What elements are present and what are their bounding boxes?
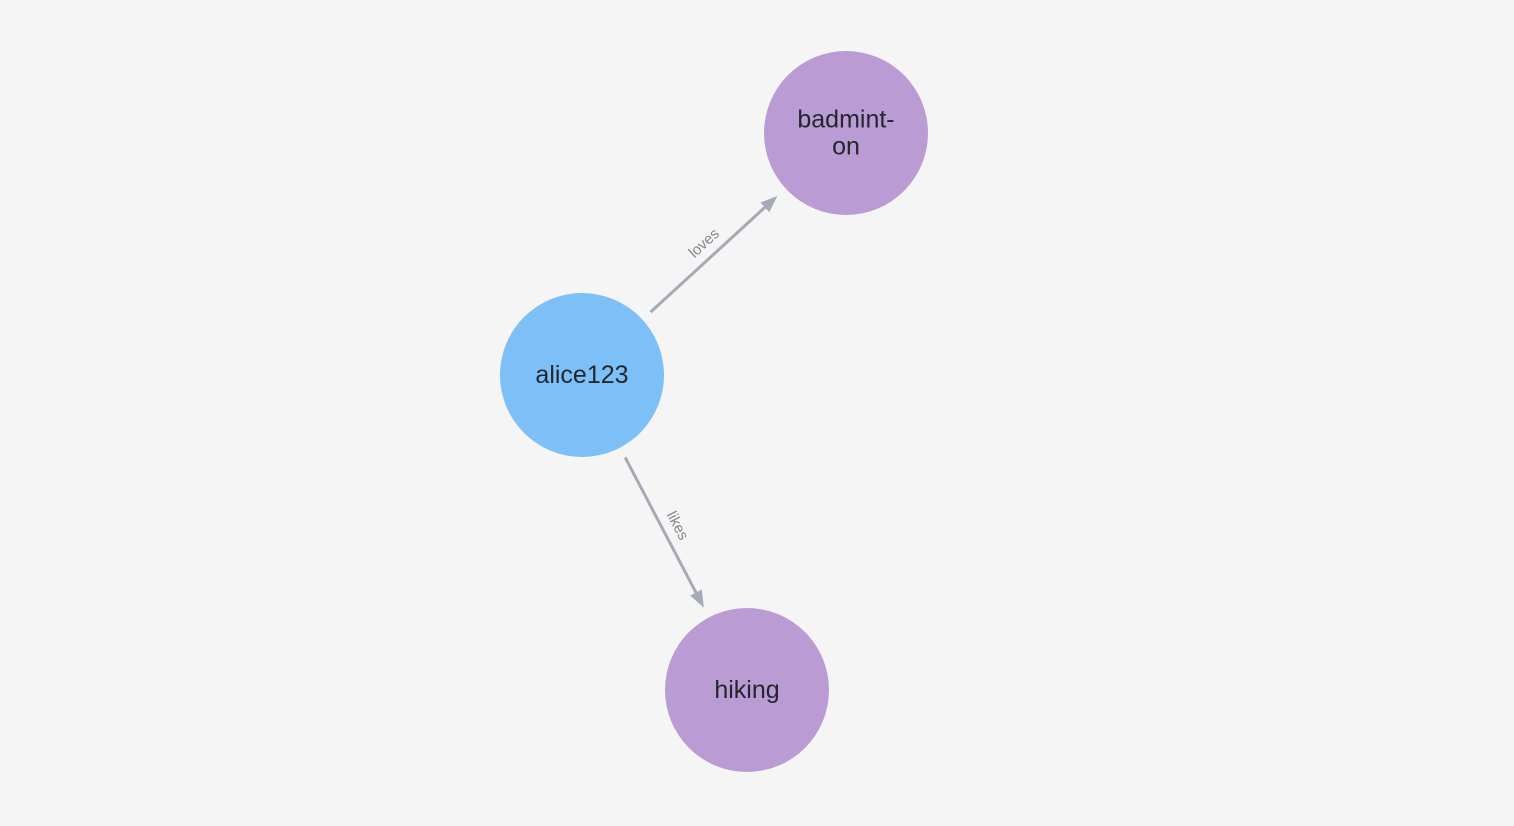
edge-line [649,204,768,314]
arrowhead-icon [690,589,704,608]
node-alice123[interactable]: alice123 [500,293,664,457]
node-circle[interactable] [500,293,664,457]
edge-label: loves [686,225,723,261]
edge-likes[interactable]: likes [623,456,704,608]
edge-loves[interactable]: loves [649,195,778,314]
node-badminton[interactable]: badmint-on [764,51,928,215]
node-circle[interactable] [764,51,928,215]
node-circle[interactable] [665,608,829,772]
edge-line [623,456,699,596]
arrowhead-icon [760,195,778,213]
node-hiking[interactable]: hiking [665,608,829,772]
